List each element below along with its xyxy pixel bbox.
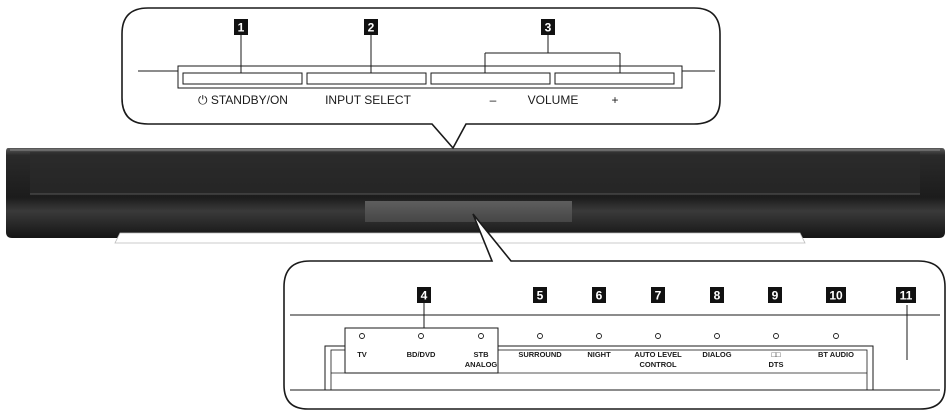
led-night — [596, 333, 602, 339]
led-stb-analog — [478, 333, 484, 339]
indicator-label-control: CONTROL — [639, 360, 676, 369]
svg-text:7: 7 — [655, 289, 662, 303]
callout-7: 7 — [651, 287, 665, 303]
led-tv — [359, 333, 365, 339]
svg-text:8: 8 — [714, 289, 721, 303]
callout-2: 2 — [364, 19, 378, 35]
indicator-label-bt-audio: BT AUDIO — [818, 350, 854, 359]
volume-minus-label: – — [490, 93, 497, 107]
volume-label: VOLUME — [528, 93, 579, 107]
standby-button — [182, 72, 303, 85]
volume-plus-label: + — [611, 93, 618, 107]
callout-6: 6 — [592, 287, 606, 303]
led-bd-dvd — [418, 333, 424, 339]
callout-8: 8 — [710, 287, 724, 303]
led-surround — [537, 333, 543, 339]
led-auto-level-control — [655, 333, 661, 339]
volume-up-button — [554, 72, 675, 85]
soundbar-body — [6, 148, 945, 244]
front-panel-callout: 4 5 6 7 8 9 10 11 TV BD/DVD STB ANALOG S… — [283, 213, 946, 410]
callout-1: 1 — [234, 19, 248, 35]
svg-text:6: 6 — [596, 289, 603, 303]
callout-4: 4 — [417, 287, 431, 303]
front-display-window — [365, 201, 572, 222]
svg-text:2: 2 — [368, 21, 375, 35]
svg-text:5: 5 — [537, 289, 544, 303]
svg-text:1: 1 — [238, 21, 245, 35]
led-dts — [773, 333, 779, 339]
indicator-label-surround: SURROUND — [518, 350, 562, 359]
svg-text:4: 4 — [421, 289, 428, 303]
svg-text:9: 9 — [772, 289, 779, 303]
svg-text:11: 11 — [900, 289, 913, 303]
standby-label: ⏻ STANDBY/ON — [198, 93, 288, 107]
svg-text:3: 3 — [545, 21, 552, 35]
indicator-label-dialog: DIALOG — [702, 350, 731, 359]
top-panel-callout: 1 2 3 ⏻ STANDBY/ON INPUT SELECT – VOLUME… — [121, 7, 721, 150]
input-select-button — [306, 72, 427, 85]
dolby-icon: □□ — [771, 350, 781, 359]
indicator-label-tv: TV — [357, 350, 367, 359]
indicator-label-stb: STB — [474, 350, 490, 359]
indicator-label-auto-level: AUTO LEVEL — [634, 350, 682, 359]
callout-5: 5 — [533, 287, 547, 303]
indicator-label-bd-dvd: BD/DVD — [407, 350, 436, 359]
led-dialog — [714, 333, 720, 339]
soundbar-base — [114, 232, 806, 244]
volume-down-button — [430, 72, 551, 85]
callout-3: 3 — [541, 19, 555, 35]
indicator-label-night: NIGHT — [587, 350, 611, 359]
callout-9: 9 — [768, 287, 782, 303]
led-bt-audio — [833, 333, 839, 339]
indicator-label-dts: DTS — [769, 360, 784, 369]
svg-text:10: 10 — [829, 289, 843, 303]
callout-10: 10 — [826, 287, 846, 303]
callout-11: 11 — [896, 287, 916, 303]
input-select-label: INPUT SELECT — [325, 93, 411, 107]
indicator-label-analog: ANALOG — [465, 360, 498, 369]
